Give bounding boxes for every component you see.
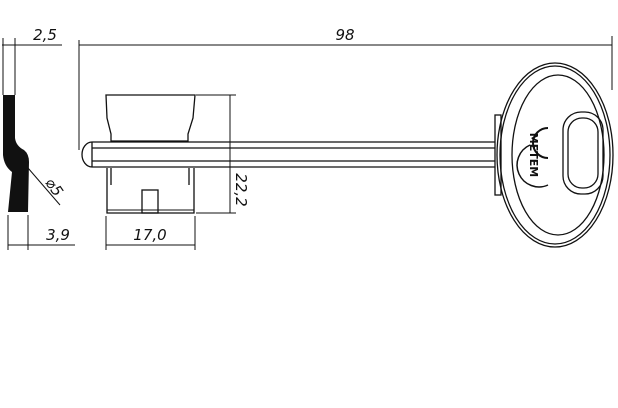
bit-width-label: 17,0 <box>133 226 166 244</box>
blade-profile: 2,5 ⌀5 3,9 <box>2 26 75 250</box>
key-bit <box>105 94 196 214</box>
bit-width-dimension: 17,0 <box>105 216 196 250</box>
bit-height-label: 22,2 <box>232 173 250 206</box>
overall-length-label: 98 <box>335 26 354 44</box>
bit-height-dimension: 22,2 <box>196 94 250 214</box>
metem-logo: METEM <box>516 127 549 188</box>
diameter-label: ⌀5 <box>41 174 66 200</box>
overall-length-dimension: 98 <box>78 26 613 150</box>
key-shaft <box>81 141 495 168</box>
logo-text: METEM <box>527 133 540 177</box>
profile-width-label: 3,9 <box>46 226 70 244</box>
key-bow: METEM <box>494 62 614 248</box>
thickness-label: 2,5 <box>33 26 57 44</box>
